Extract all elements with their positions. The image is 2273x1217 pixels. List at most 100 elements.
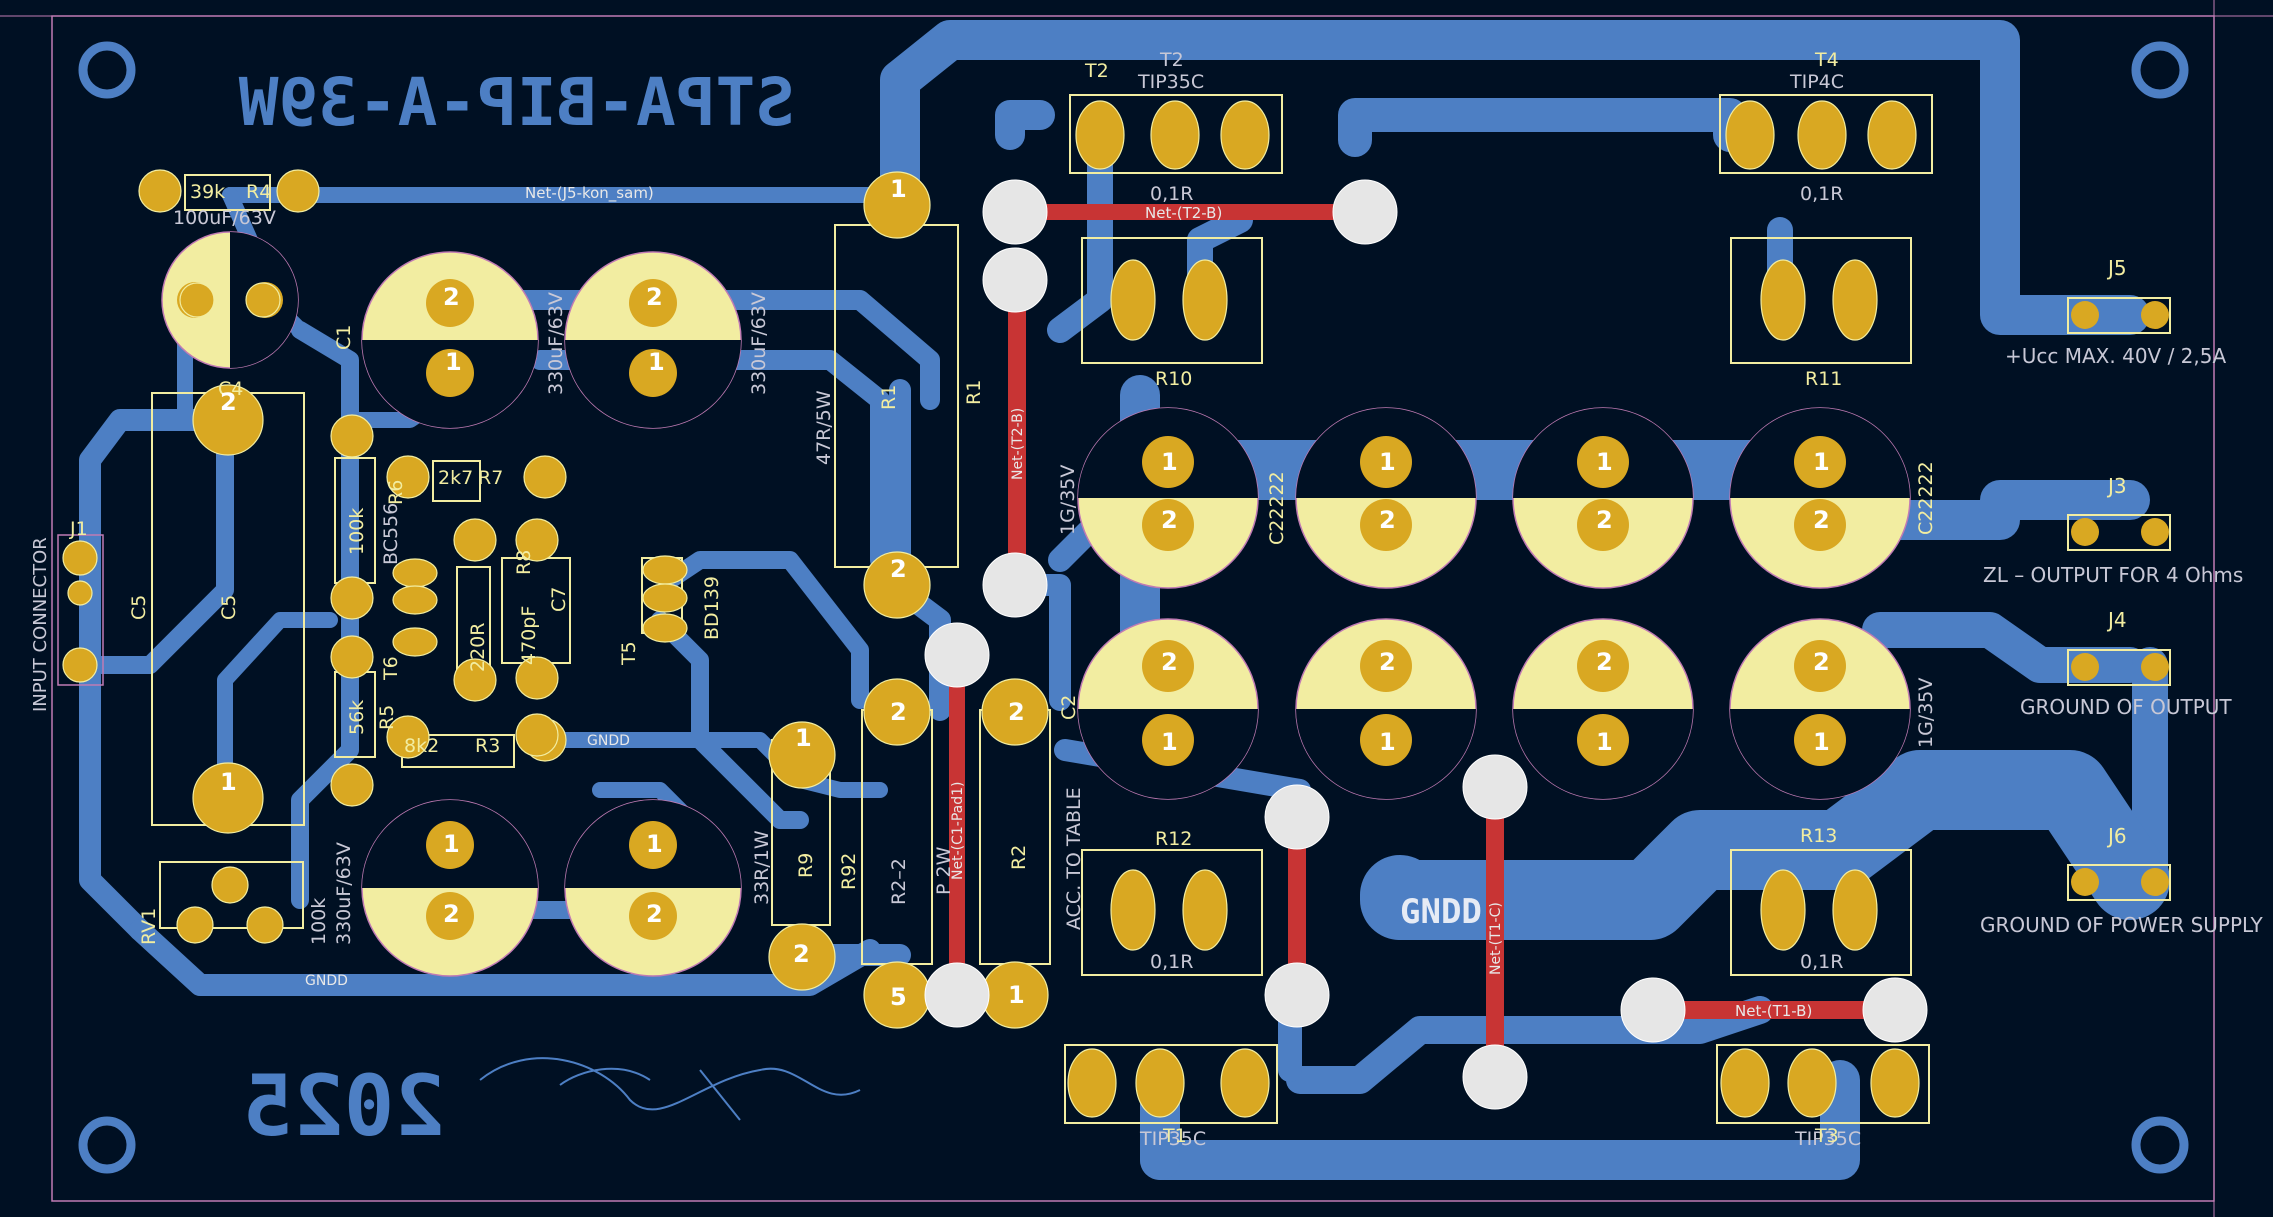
output-connector-pads xyxy=(2071,301,2169,896)
label-r8-value: 220R xyxy=(467,623,489,672)
svg-text:2: 2 xyxy=(1596,648,1613,676)
svg-text:1: 1 xyxy=(890,175,907,203)
svg-text:2: 2 xyxy=(1008,698,1025,726)
capacitor-c2-a[interactable] xyxy=(1077,618,1259,800)
label-c11-value: 330uF/63V xyxy=(748,292,770,395)
label-r9: R9 xyxy=(795,853,817,878)
label-r11: R11 xyxy=(1805,368,1842,390)
mounting-hole xyxy=(2136,1121,2184,1169)
label-t2-value: TIP35C xyxy=(1137,71,1204,93)
label-r5-value: 56k xyxy=(346,700,368,735)
svg-text:1: 1 xyxy=(1161,728,1178,756)
label-r7-value: 2k7 xyxy=(438,467,473,489)
label-r1-side: R1 xyxy=(963,380,985,405)
svg-text:1: 1 xyxy=(220,768,237,796)
label-r11-value: 0,1R xyxy=(1800,183,1843,205)
label-r6: R6 xyxy=(385,480,407,505)
svg-text:1: 1 xyxy=(1596,448,1613,476)
label-r10-value: 0,1R xyxy=(1150,183,1193,205)
label-r4: R4 xyxy=(246,181,271,203)
label-t5-value: BD139 xyxy=(701,576,723,640)
capacitor-c22222-c[interactable] xyxy=(1512,407,1694,589)
label-r6-value: 100k xyxy=(346,508,368,555)
capacitor-c22-b[interactable] xyxy=(1295,618,1477,800)
svg-text:2: 2 xyxy=(1379,506,1396,534)
board-title-mirrored: STPA-BIP-A-39W xyxy=(238,64,795,141)
capacitor-c22222-a[interactable] xyxy=(1077,407,1259,589)
bottom-layer-text: STPA-BIP-A-39W 2025 GNDD xyxy=(238,64,1481,1155)
capacitor-c22222-b[interactable] xyxy=(1295,407,1477,589)
svg-text:5: 5 xyxy=(890,983,907,1011)
silkscreen-text: T2 T2 TIP35C T4 TIP4C 0,1R 0,1R R10 R11 … xyxy=(30,49,1937,1150)
label-r3-value: 8k2 xyxy=(404,735,439,757)
connector-j4-ref[interactable]: J4 xyxy=(2106,608,2127,632)
capacitor-c3[interactable] xyxy=(361,799,539,977)
svg-text:2: 2 xyxy=(1813,506,1830,534)
net-label-c1pad: Net-(C1-Pad1) xyxy=(950,782,966,880)
label-c4-value: 100uF/63V xyxy=(173,207,276,229)
mounting-hole xyxy=(83,1121,131,1169)
label-r7: R7 xyxy=(478,467,503,489)
label-t3: T3 xyxy=(1814,1125,1839,1147)
capacitor-c22222-d[interactable] xyxy=(1729,407,1911,589)
capacitor-c11[interactable] xyxy=(564,251,742,429)
connector-j5-ref[interactable]: J5 xyxy=(2106,256,2127,280)
label-t5: T5 xyxy=(618,641,640,666)
label-t1-value: TIP35C xyxy=(1139,1128,1206,1150)
net-label-t2b: Net-(T2-B) xyxy=(1145,204,1222,222)
label-rv1-value: 100k xyxy=(308,898,330,945)
label-r2-value: R2–2 xyxy=(888,858,910,905)
gnd-plane-label: GNDD xyxy=(1400,892,1482,932)
net-label-t1b: Net-(T1-B) xyxy=(1735,1002,1812,1020)
label-c3-value: 330uF/63V xyxy=(333,842,355,945)
capacitor-c222-c[interactable] xyxy=(1512,618,1694,800)
svg-text:2: 2 xyxy=(793,940,810,968)
capacitor-c1[interactable] xyxy=(361,251,539,429)
input-connector-label: INPUT CONNECTOR xyxy=(30,537,51,712)
label-r13-value: 0,1R xyxy=(1800,951,1843,973)
label-pw: P 2W xyxy=(933,846,955,895)
label-r5: R5 xyxy=(376,705,398,730)
board-year-mirrored: 2025 xyxy=(243,1057,445,1155)
label-r12-value: 0,1R xyxy=(1150,951,1193,973)
svg-text:2: 2 xyxy=(1161,648,1178,676)
vias xyxy=(924,179,1928,1110)
label-t6: T6 xyxy=(380,656,402,681)
svg-text:1: 1 xyxy=(1008,981,1025,1009)
connector-j5-desc: +Ucc MAX. 40V / 2,5A xyxy=(2005,344,2226,368)
svg-text:2: 2 xyxy=(1813,648,1830,676)
acc-to-table-note: ACC. TO TABLE xyxy=(1063,787,1085,930)
svg-text:1: 1 xyxy=(1596,728,1613,756)
svg-text:1: 1 xyxy=(648,348,665,376)
svg-text:2: 2 xyxy=(890,698,907,726)
label-r4-value: 39k xyxy=(190,181,225,203)
label-r1-value: 47R/5W xyxy=(813,390,835,465)
label-t1: T1 xyxy=(1162,1125,1187,1147)
label-r10: R10 xyxy=(1155,368,1192,390)
label-c2-value: 1G/35V xyxy=(1057,465,1079,535)
label-c7-value: 470pF xyxy=(518,606,540,665)
connector-j6-ref[interactable]: J6 xyxy=(2106,824,2127,848)
connector-j3-ref[interactable]: J3 xyxy=(2106,474,2127,498)
net-label-j5-kon: Net-(J5-kon_sam) xyxy=(525,184,654,203)
label-c22222-right: C22222 xyxy=(1915,461,1937,535)
svg-text:1: 1 xyxy=(795,724,812,752)
label-c222-value: 1G/35V xyxy=(1915,678,1937,748)
label-t4: T4 xyxy=(1814,49,1839,71)
svg-text:2: 2 xyxy=(1596,506,1613,534)
svg-text:2: 2 xyxy=(443,900,460,928)
signature-graphic xyxy=(479,1057,861,1121)
capacitor-c33[interactable] xyxy=(564,799,742,977)
label-r8: R8 xyxy=(513,550,535,575)
label-rv1: RV1 xyxy=(138,908,160,945)
net-label-gnd: GNDD xyxy=(587,733,630,749)
capacitor-c2222-d[interactable] xyxy=(1729,618,1911,800)
svg-text:2: 2 xyxy=(220,388,237,416)
svg-text:1: 1 xyxy=(1161,448,1178,476)
mounting-hole xyxy=(83,46,131,94)
label-j1: J1 xyxy=(69,518,88,540)
label-r3: R3 xyxy=(475,735,500,757)
svg-text:1: 1 xyxy=(1813,728,1830,756)
label-c5-inner: C5 xyxy=(218,595,240,620)
svg-text:2: 2 xyxy=(646,283,663,311)
